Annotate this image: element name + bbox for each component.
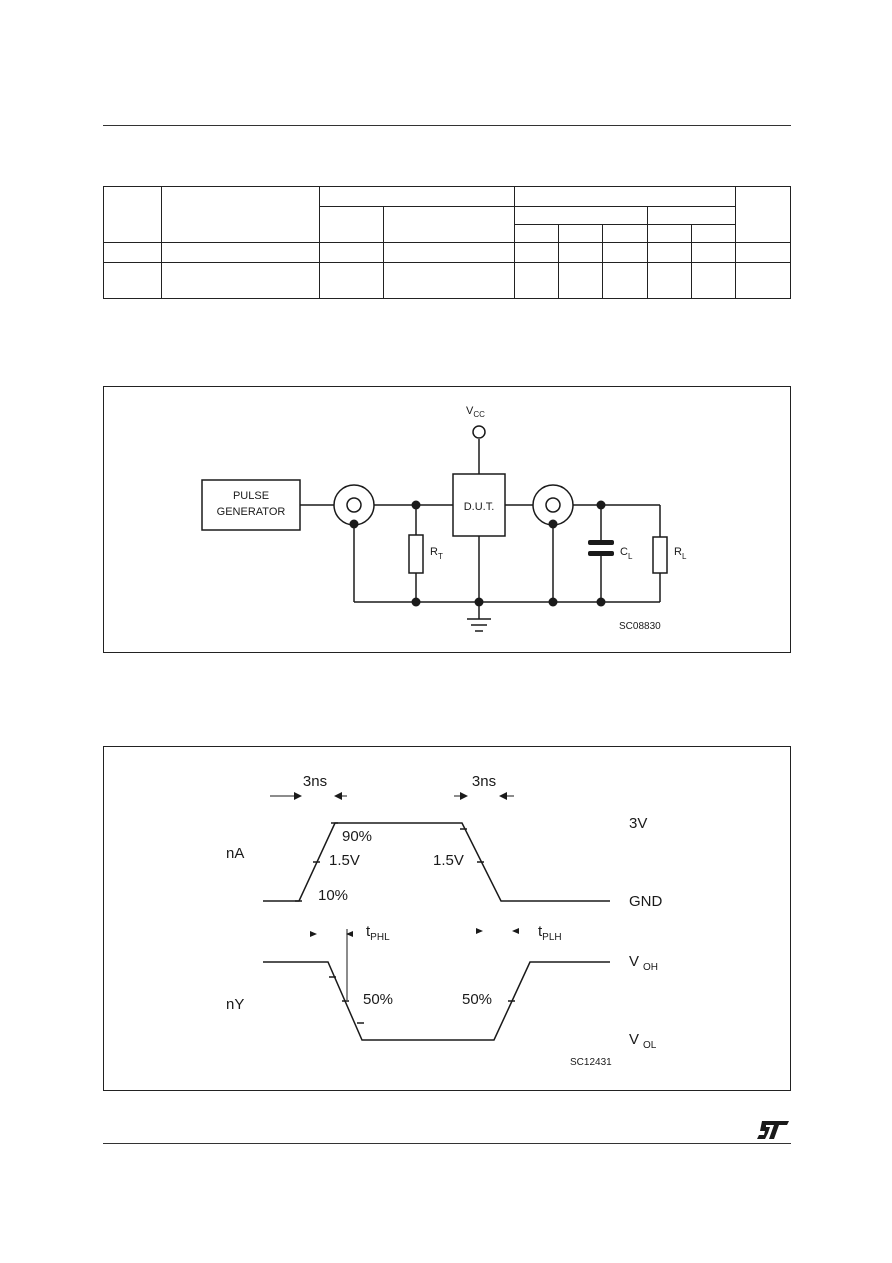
arrowhead — [346, 931, 353, 937]
resistor-rt — [408, 534, 424, 574]
table-cell — [558, 242, 604, 263]
header-rule — [103, 125, 791, 126]
table-cell — [160, 262, 320, 299]
table-cell — [160, 186, 320, 243]
capacitor-cl-plate — [588, 540, 614, 545]
table-cell — [514, 224, 560, 243]
table-cell — [734, 242, 792, 263]
output-waveform — [263, 961, 610, 1041]
table-cell — [691, 224, 736, 243]
test-circuit-diagram: VCC PULSE GENERATOR D.U.T. RT CL RL SC08… — [201, 405, 687, 632]
coax-connector-center — [545, 497, 561, 513]
arrowhead — [310, 931, 317, 937]
arrowhead — [334, 792, 342, 800]
table-cell — [647, 224, 693, 243]
pulse-generator-label: GENERATOR — [217, 506, 286, 518]
junction-dot — [548, 597, 558, 607]
table-cell — [558, 224, 604, 243]
junction-dot — [411, 500, 421, 510]
table-cell — [691, 262, 736, 299]
coax-connector-center — [346, 497, 362, 513]
table-cell — [382, 206, 516, 243]
pulse-generator-label: PULSE — [233, 490, 269, 502]
table-cell — [514, 242, 560, 263]
junction-dot — [349, 519, 359, 529]
table-cell — [318, 186, 516, 207]
table-row — [103, 262, 792, 299]
table-cell — [514, 206, 649, 225]
st-logo — [757, 1121, 789, 1139]
table-cell — [647, 262, 693, 299]
pct50-rise-label: 50% — [462, 991, 492, 1008]
arrowhead — [460, 792, 468, 800]
threshold-fall-label: 1.5V — [433, 852, 464, 869]
table-cell — [602, 242, 649, 263]
table-cell — [103, 242, 162, 263]
figure-code: SC12431 — [570, 1057, 612, 1068]
ground-level-label: GND — [629, 893, 663, 910]
junction-dot — [596, 500, 606, 510]
arrowhead — [512, 928, 519, 934]
table-cell — [514, 186, 736, 207]
table-cell — [734, 262, 792, 299]
table-cell — [318, 262, 384, 299]
pulse-generator-block — [201, 479, 301, 531]
table-cell — [103, 262, 162, 299]
arrowhead — [294, 792, 302, 800]
table-cell — [382, 242, 516, 263]
table-cell — [514, 262, 560, 299]
table-cell — [103, 186, 162, 243]
table-cell — [647, 242, 693, 263]
table-cell — [647, 206, 736, 225]
pct10-label: 10% — [318, 887, 348, 904]
table-cell — [734, 186, 792, 243]
footer-rule — [103, 1143, 791, 1144]
coax-connector-input — [333, 484, 375, 526]
input-waveform — [263, 822, 610, 902]
test-circuit-figure: VCC PULSE GENERATOR D.U.T. RT CL RL SC08… — [103, 386, 791, 653]
rl-label: RL — [674, 546, 687, 561]
tphl-label: tPHL — [366, 923, 390, 943]
waveform-diagram: 3ns 3ns nA nY 3V GND 90% 10% 1.5V 1.5V t… — [226, 773, 663, 1068]
arrowhead — [499, 792, 507, 800]
vcc-label: VCC — [466, 405, 485, 419]
table-cell — [382, 262, 516, 299]
resistor-rl — [652, 536, 668, 574]
table-cell — [691, 242, 736, 263]
table-cell — [558, 262, 604, 299]
junction-dot — [548, 519, 558, 529]
vcc-terminal — [472, 425, 486, 439]
arrowhead — [476, 928, 483, 934]
rt-label: RT — [430, 546, 443, 561]
output-signal-label: nY — [226, 996, 244, 1013]
coax-connector-output — [532, 484, 574, 526]
junction-dot — [474, 597, 484, 607]
table-cell — [160, 242, 320, 263]
input-signal-label: nA — [226, 845, 244, 862]
cl-label: CL — [620, 546, 633, 561]
table-cell — [318, 242, 384, 263]
rise-time-label: 3ns — [303, 773, 327, 790]
waveform-figure: 3ns 3ns nA nY 3V GND 90% 10% 1.5V 1.5V t… — [103, 746, 791, 1091]
table-cell — [318, 206, 384, 243]
table-cell — [602, 224, 649, 243]
fall-time-label: 3ns — [472, 773, 496, 790]
high-level-label: 3V — [629, 815, 647, 832]
dut-label: D.U.T. — [464, 501, 495, 513]
tplh-label: tPLH — [538, 923, 562, 943]
pct50-fall-label: 50% — [363, 991, 393, 1008]
specification-table — [103, 186, 792, 299]
figure-code: SC08830 — [619, 621, 661, 632]
table-header-row — [103, 186, 792, 243]
junction-dot — [596, 597, 606, 607]
threshold-rise-label: 1.5V — [329, 852, 360, 869]
pct90-label: 90% — [342, 828, 372, 845]
capacitor-cl-plate — [588, 551, 614, 556]
junction-dot — [411, 597, 421, 607]
table-row — [103, 242, 792, 263]
table-cell — [602, 262, 649, 299]
